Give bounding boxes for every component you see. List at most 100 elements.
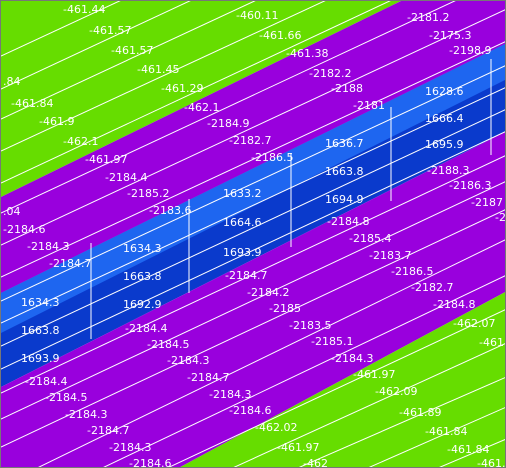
nodal-value-label: -460.11 [236,9,278,22]
nodal-value-label: -2184.3 [109,441,151,454]
blue-band-labels: 1628.6 1666.4 1695.9 1636.7 1663.8 1694.… [21,85,464,365]
nodal-value-label: 1693.9 [223,246,262,259]
nodal-value-label: -2181 [353,99,385,112]
nodal-value-label: -2188.3 [427,164,469,177]
nodal-value-label: -2185.1 [311,335,353,348]
mesh-line [1,1,256,120]
mesh-line [1,1,456,214]
nodal-value-label: -461.97 [85,153,127,166]
nodal-value-label: -2184.6 [229,404,271,417]
blue-band-light-strip [1,43,505,333]
nodal-value-label: 1628.6 [425,85,464,98]
mesh-line [1,87,505,324]
mesh-line [1,1,191,90]
nodal-value-label: 1694.9 [325,193,364,206]
nodal-value-label: 1634.3 [123,242,162,255]
nodal-value-label: -461.84 [447,443,489,456]
nodal-value-label: -461.57 [89,24,131,37]
nodal-value-label: -462.09 [375,385,417,398]
mesh-line [1,1,391,184]
nodal-value-label: -2184.4 [25,375,67,388]
top-green-region [1,1,505,197]
nodal-value-label: -2185 [269,302,301,315]
nodal-value-label: -21 [495,211,506,224]
nodal-value-label: 1663.8 [21,324,60,337]
mesh-line [1,131,505,370]
mesh-line [1,1,326,152]
nodal-value-label: -2175.3 [429,29,471,42]
nodal-value-label: -461.38 [286,47,328,60]
mesh-line [1,9,505,246]
nodal-value-label: .04 [3,205,21,218]
nodal-value-label: -462 [303,457,328,468]
nodal-value-label: -2198.9 [449,44,491,57]
bottom-green-labels: -462.07 -461.2 -461.97 -462.09 -461.89 -… [255,317,506,468]
mesh-line [103,275,505,467]
mesh-line [1,109,505,347]
nodal-value-label: -461.89 [399,406,441,419]
mesh-line [1,41,505,278]
nodal-value-label: -2184.3 [27,240,69,253]
mesh-line [1,181,505,420]
nodal-value-label: 1636.7 [325,137,364,150]
nodal-value-label: -2186.5 [251,151,293,164]
nodal-value-label: -461.2 [479,336,506,349]
nodal-value-label: -2184.3 [331,352,373,365]
nodal-value-label: -2188 [331,82,363,95]
mesh-line [439,439,505,467]
nodal-value-label: -2184.7 [225,269,267,282]
nodal-value-label: -2182.7 [411,281,453,294]
nodal-value-label: -2185.4 [349,232,391,245]
nodal-value-label: -2186.3 [449,179,491,192]
nodal-value-label: 1692.9 [123,298,162,311]
nodal-value-label: -462.02 [255,421,297,434]
mesh-line [1,209,505,448]
nodal-value-label: -461.6 [477,457,506,468]
nodal-value-label: -461.29 [161,82,203,95]
nodal-value-label: -2184.7 [187,371,229,384]
mesh-line [168,309,505,467]
mesh-line [1,1,121,57]
nodal-value-label: -2184.7 [87,424,129,437]
nodal-value-label: -2184.5 [147,338,189,351]
upper-purple-labels: -2181.2 -2175.3 -2198.9 -2182.2 -2188 -2… [3,11,491,270]
nodal-value-label: -2184.7 [49,257,91,270]
nodal-value-label: 1693.9 [21,352,60,365]
lower-purple-labels: -2188.3 -2186.3 -2187 -21 -2184.8 -2185.… [25,164,506,468]
mesh-line [1,155,505,394]
nodal-value-label: -2184.6 [129,457,171,468]
mesh-line [233,343,505,467]
nodal-value-label: -461.97 [353,368,395,381]
nodal-value-label: -462.07 [453,317,495,330]
nodal-value-label: -2184.4 [105,171,147,184]
nodal-value-label: -2184.4 [125,322,167,335]
nodal-value-label: -2184.3 [209,388,251,401]
nodal-value-label: 1663.8 [123,270,162,283]
mesh-line [298,377,505,467]
bottom-green-region [180,292,505,467]
mesh-line [368,407,505,467]
nodal-value-label: -461.9 [39,115,74,128]
mesh-line [1,65,505,302]
nodal-value-label: -2184.5 [45,391,87,404]
nodal-value-label: -461.84 [11,97,53,110]
nodal-value-label: -2184.2 [247,286,289,299]
nodal-value-label: 1663.8 [325,165,364,178]
nodal-value-label: -2184.8 [327,215,369,228]
nodal-value-label: -2183.7 [369,249,411,262]
nodal-value-label: -2186.5 [391,265,433,278]
nodal-value-label: 1664.6 [223,216,262,229]
nodal-value-label: -462.1 [184,101,219,114]
nodal-value-label: -461.57 [111,44,153,57]
nodal-value-label: -461.66 [259,29,301,42]
nodal-value-label: -2184.8 [433,298,475,311]
nodal-value-label: -462.1 [63,135,98,148]
nodal-value-label: -2183.5 [289,319,331,332]
nodal-value-label: -2182.2 [309,67,351,80]
lower-purple-region [1,132,505,467]
nodal-value-label: .84 [3,75,21,88]
nodal-value-label: -2181.2 [407,11,449,24]
nodal-value-label: -2184.3 [167,354,209,367]
